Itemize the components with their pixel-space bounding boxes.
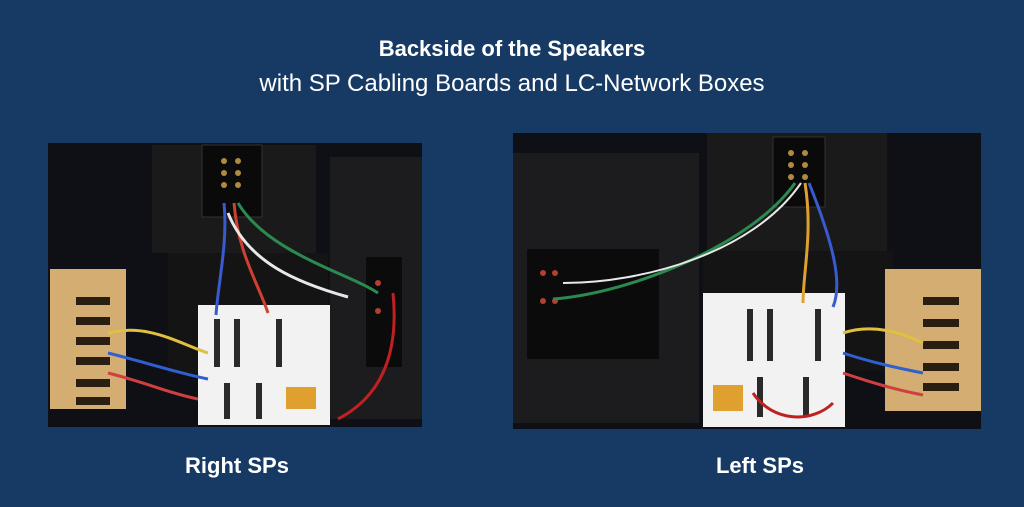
left-speakers-caption: Left SPs — [715, 453, 805, 478]
slide-title: Backside of the Speakers — [378, 36, 646, 61]
right-speakers-photo — [48, 143, 422, 427]
slide-subtitle: with SP Cabling Boards and LC-Network Bo… — [259, 70, 765, 97]
right-speakers-caption: Right SPs — [185, 453, 289, 478]
left-speakers-photo — [513, 133, 981, 429]
